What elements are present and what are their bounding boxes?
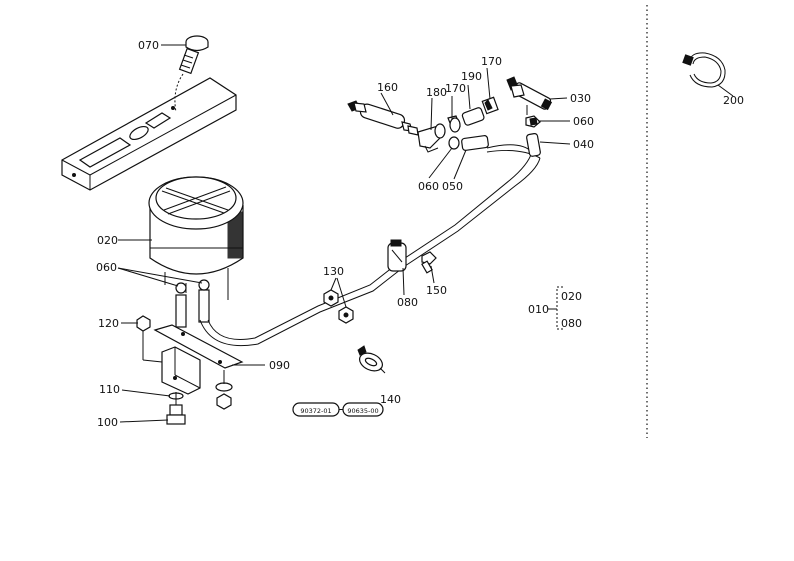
- hose-clamp-200: [682, 52, 726, 88]
- clamp-060-mid: [448, 136, 460, 150]
- hose-050: [461, 135, 489, 151]
- lower-hoses: [175, 279, 210, 328]
- label-170-b: 170: [481, 55, 502, 68]
- label-030: 030: [570, 92, 591, 105]
- bolt-150: [421, 251, 437, 274]
- label-060-c: 060: [418, 180, 439, 193]
- label-130: 130: [323, 265, 344, 278]
- air-cleaner-020: [148, 176, 244, 300]
- clamp-170-a: [447, 115, 461, 133]
- washer-110: [168, 392, 184, 405]
- reference-text-1: 90372-01: [300, 407, 331, 415]
- clip-140: [357, 345, 386, 374]
- label-040: 040: [573, 138, 594, 151]
- label-200: 200: [723, 94, 744, 107]
- label-160: 160: [377, 81, 398, 94]
- clamp-130: [323, 277, 354, 324]
- label-120: 120: [98, 317, 119, 330]
- label-110: 110: [99, 383, 120, 396]
- label-090: 090: [269, 359, 290, 372]
- strap-080: [387, 239, 407, 272]
- label-080-a: 080: [397, 296, 418, 309]
- washer-nut-stack: [215, 370, 233, 410]
- label-100: 100: [97, 416, 118, 429]
- label-020: 020: [97, 234, 118, 247]
- label-140: 140: [380, 393, 401, 406]
- nut-120: [136, 315, 163, 363]
- part-labels: 070 020 060 120 110 100 130 080 150 090 …: [96, 39, 744, 429]
- leader-lines: [117, 44, 734, 423]
- label-060-a: 060: [96, 261, 117, 274]
- bracket-090: [153, 324, 244, 395]
- tube-190: [461, 107, 485, 126]
- fitting-030: [506, 76, 553, 115]
- clamp-060-right: [525, 115, 541, 128]
- hose-160: [347, 100, 419, 136]
- reference-text-2: 90635-00: [347, 407, 378, 415]
- fitting-180: [417, 123, 446, 153]
- label-170-a: 170: [445, 82, 466, 95]
- hose-040: [526, 133, 541, 157]
- bolt-070: [174, 35, 209, 113]
- bolt-100: [166, 404, 186, 425]
- mounting-plate: [61, 77, 237, 191]
- label-150: 150: [426, 284, 447, 297]
- label-190: 190: [461, 70, 482, 83]
- label-050: 050: [442, 180, 463, 193]
- label-060-b: 060: [573, 115, 594, 128]
- reference-boxes: 90372-01 90635-00: [292, 402, 384, 417]
- main-hose-line: [199, 144, 541, 347]
- group-bracket-010: [548, 286, 563, 330]
- label-020-b: 020: [561, 290, 582, 303]
- label-180: 180: [426, 86, 447, 99]
- label-010: 010: [528, 303, 549, 316]
- label-080-b: 080: [561, 317, 582, 330]
- clamp-170-b: [481, 96, 499, 115]
- label-070: 070: [138, 39, 159, 52]
- reference-box-2: [342, 402, 384, 417]
